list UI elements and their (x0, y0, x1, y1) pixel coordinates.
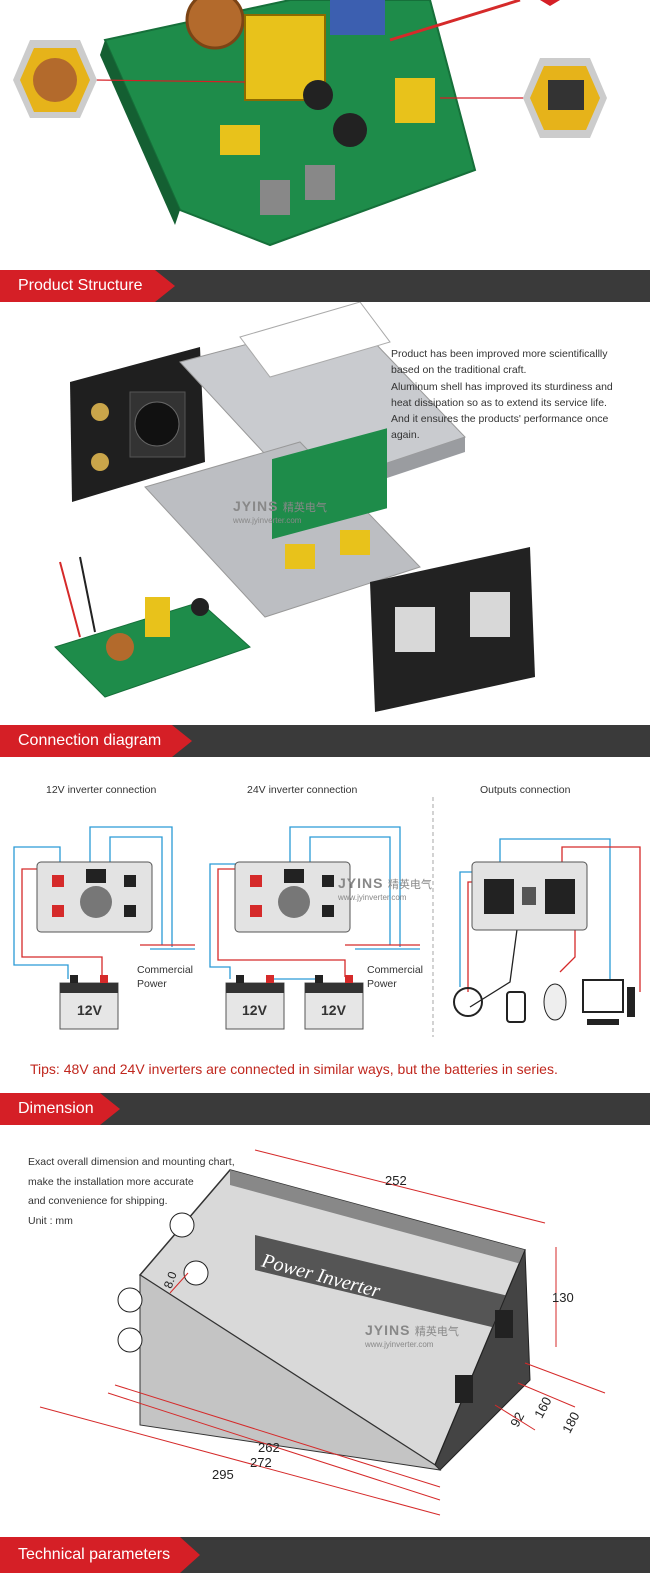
note-line: Exact overall dimension and mounting cha… (28, 1156, 235, 1168)
dimension-length: 252 (385, 1173, 407, 1188)
watermark-site: www.jyinverter.com (338, 893, 407, 902)
watermark-chinese: 精英电气 (282, 502, 327, 514)
power-text: Power (367, 978, 397, 990)
description-line: Aluminum shell has improved its sturdine… (391, 380, 613, 393)
note-line: make the installation more accurate (28, 1175, 194, 1188)
power-text: Power (137, 978, 167, 990)
watermark: JYINS 精英电气 www.jyinverter.com (338, 875, 432, 902)
commercial-text: Commercial (367, 964, 424, 976)
commercial-power-label: Commercial Power (367, 963, 423, 991)
dimension-262: 262 (258, 1440, 280, 1455)
connection-tips: Tips: 48V and 24V inverters are connecte… (30, 1061, 558, 1077)
watermark-brand: JYINS (233, 498, 279, 514)
watermark-chinese: 精英电气 (414, 1326, 459, 1338)
exploded-inverter-illustration (54, 302, 535, 712)
description-line: again. (391, 429, 420, 442)
section-title-technical: Technical parameters (0, 1537, 200, 1573)
section-title-structure: Product Structure (0, 270, 175, 302)
watermark: JYINS 精英电气 www.jyinverter.com (365, 1322, 459, 1349)
section-title-dimension: Dimension (0, 1093, 120, 1125)
commercial-text: Commercial (137, 964, 194, 976)
section-banner-structure: Product Structure (0, 270, 650, 302)
connection-title-24v: 24V inverter connection (247, 784, 358, 796)
watermark-brand: JYINS (338, 875, 384, 891)
dimension-295: 295 (212, 1467, 234, 1482)
connection-diagram-illustration (13, 797, 641, 1037)
description-line: heat dissipation so as to extend its ser… (391, 396, 607, 409)
watermark-site: www.jyinverter.com (365, 1340, 434, 1349)
section-banner-technical: Technical parameters (0, 1537, 650, 1573)
connection-title-outputs: Outputs connection (480, 784, 571, 796)
section-banner-dimension: Dimension (0, 1093, 650, 1125)
description-line: Product has been improved more scientifi… (391, 348, 608, 360)
battery-label: 12V (242, 1002, 267, 1018)
pcb-hero-illustration (13, 0, 607, 247)
dimension-illustration (39, 1149, 606, 1516)
watermark-chinese: 精英电气 (387, 879, 432, 891)
watermark-brand: JYINS (365, 1322, 411, 1338)
watermark-site: www.jyinverter.com (233, 516, 302, 525)
dimension-272: 272 (250, 1455, 272, 1470)
structure-description: Product has been improved more scientifi… (391, 346, 641, 444)
watermark: JYINS 精英电气 www.jyinverter.com (233, 498, 327, 525)
dimension-section: Exact overall dimension and mounting cha… (0, 1125, 650, 1535)
connection-section: 12V inverter connection 24V inverter con… (0, 757, 650, 1057)
description-line: And it ensures the products' performance… (391, 413, 609, 426)
note-line: and convenience for shipping. (28, 1195, 168, 1207)
connection-title-12v: 12V inverter connection (46, 784, 157, 796)
battery-label: 12V (321, 1002, 346, 1018)
battery-label: 12V (77, 1002, 102, 1018)
commercial-power-label: Commercial Power (137, 963, 193, 991)
dimension-note: Exact overall dimension and mounting cha… (28, 1153, 235, 1231)
dimension-height: 130 (552, 1290, 574, 1305)
note-line: Unit : mm (28, 1214, 73, 1227)
section-banner-connection: Connection diagram (0, 725, 650, 757)
structure-section: Product has been improved more scientifi… (0, 302, 650, 722)
section-title-connection: Connection diagram (0, 725, 192, 757)
description-line: based on the traditional craft. (391, 364, 527, 377)
pcb-hero (0, 0, 650, 270)
